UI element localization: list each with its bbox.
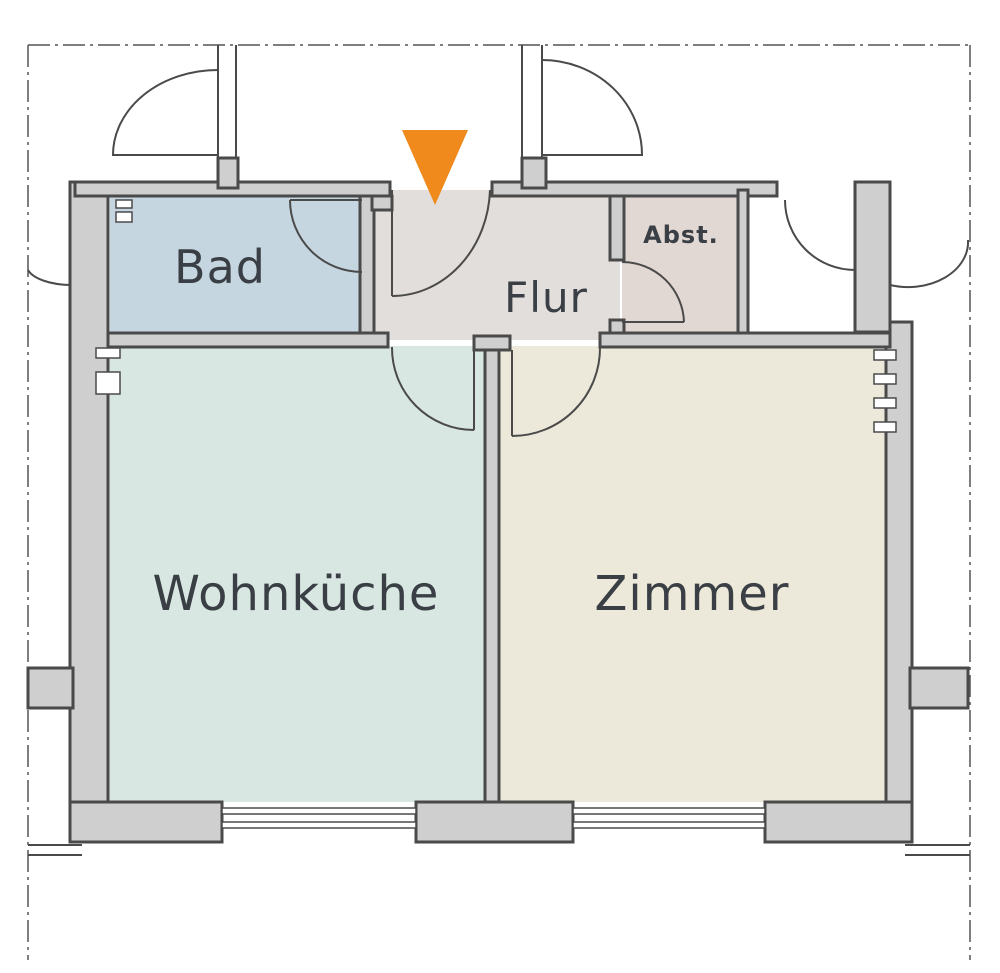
room-wohnkueche [108, 346, 486, 802]
room-bad [110, 196, 362, 333]
wall-vents [95, 199, 897, 433]
windows-bottom [221, 807, 766, 829]
side-door-left [27, 269, 73, 287]
room-zimmer [498, 346, 886, 802]
walls [26, 156, 970, 844]
label-zimmer: Zimmer [595, 566, 790, 622]
side-door-right [784, 199, 970, 289]
label-wohnkueche: Wohnküche [153, 566, 440, 622]
outline-lines [27, 44, 972, 960]
exterior-door-right [541, 59, 644, 156]
label-abst: Abst. [643, 221, 719, 249]
label-flur: Flur [504, 273, 588, 322]
label-bad: Bad [174, 240, 266, 294]
room-flur [365, 190, 620, 340]
entrance-arrow-icon [402, 130, 468, 205]
exterior-door-left [111, 69, 219, 156]
interior-doors [289, 189, 685, 437]
room-fills [108, 190, 886, 802]
